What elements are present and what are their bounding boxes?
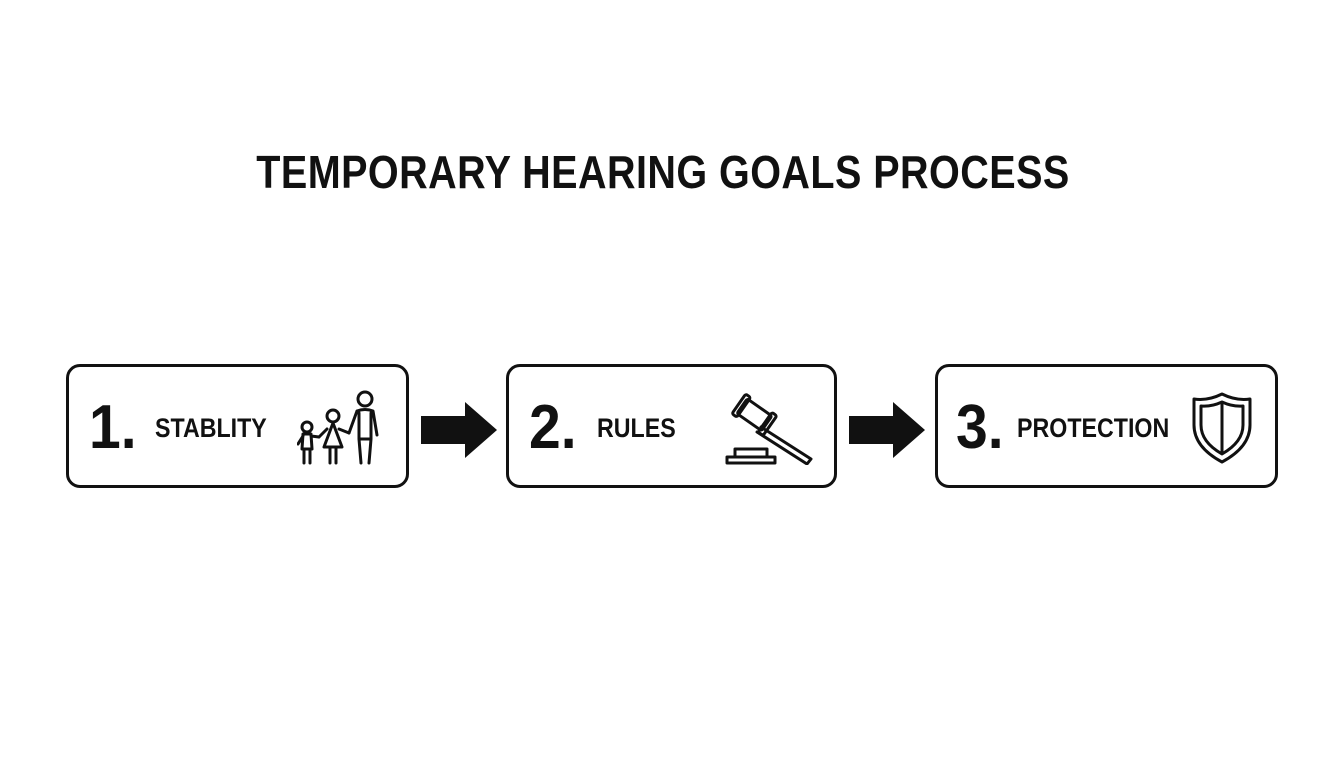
step-number: 3.	[956, 393, 1004, 462]
step-card-rules: 2. RULES	[506, 364, 837, 488]
step-label: RULES	[597, 413, 676, 443]
arrow-right-icon	[421, 402, 497, 458]
step-card-protection: 3. PROTECTION	[935, 364, 1278, 488]
page-title: TEMPORARY HEARING GOALS PROCESS	[256, 146, 1070, 198]
step-card-stability: 1. STABLITY	[66, 364, 409, 488]
arrow-right-icon	[849, 402, 925, 458]
family-icon	[297, 390, 379, 465]
step-label: STABLITY	[155, 413, 267, 443]
step-number: 2.	[529, 393, 577, 462]
step-label: PROTECTION	[1017, 413, 1170, 443]
shield-icon	[1192, 392, 1252, 464]
gavel-icon	[725, 393, 813, 465]
step-number: 1.	[89, 393, 137, 462]
